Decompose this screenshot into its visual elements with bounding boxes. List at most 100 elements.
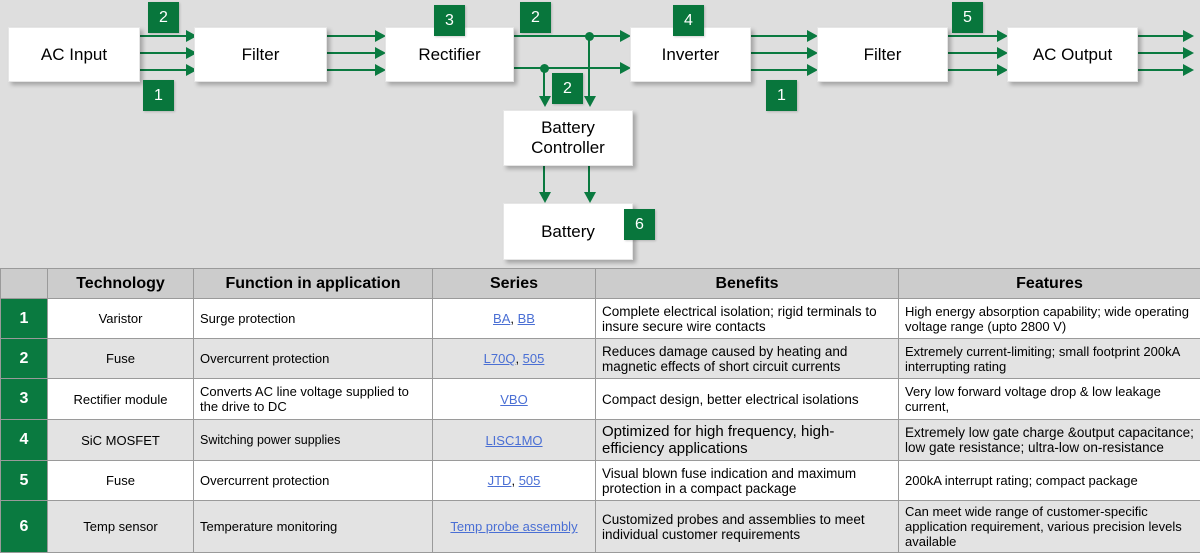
node-filter-output-label: Filter — [863, 44, 902, 64]
node-filter-input-label: Filter — [241, 44, 280, 64]
series-link[interactable]: Temp probe assembly — [450, 519, 578, 534]
wire-rectifier-inverter-bottom — [512, 67, 622, 69]
row-index-badge: 3 — [0, 378, 48, 420]
row-index-badge: 1 — [0, 298, 48, 339]
cell-features: 200kA interrupt rating; compact package — [898, 460, 1200, 501]
cell-technology: Rectifier module — [47, 378, 194, 420]
cell-benefits: Optimized for high frequency, high-effic… — [595, 419, 899, 461]
arrowhead-inverter-filter-2 — [807, 47, 818, 59]
series-link[interactable]: L70Q — [483, 351, 516, 366]
arrowhead-filter-acoutput-2 — [997, 47, 1008, 59]
series-separator: , — [510, 311, 518, 326]
wire-inverter-filter-2 — [749, 52, 807, 54]
node-ac-input-label: AC Input — [40, 44, 108, 64]
badge-fuse-dc-link[interactable]: 2 — [520, 2, 551, 33]
badge-fuse-ac-input-bottom[interactable]: 1 — [143, 80, 174, 111]
node-ac-input[interactable]: AC Input — [8, 27, 140, 82]
node-battery-controller-label-line1: Battery — [541, 118, 595, 138]
series-link[interactable]: 505 — [522, 351, 545, 366]
arrowhead-filter-rectifier-2 — [375, 47, 386, 59]
arrowhead-filter-rectifier-1 — [375, 30, 386, 42]
cell-series[interactable]: JTD, 505 — [432, 460, 596, 501]
wire-controller-battery-left — [543, 164, 545, 194]
wire-controller-battery-right — [588, 164, 590, 194]
badge-temp-sensor-battery[interactable]: 6 — [624, 209, 655, 240]
badge-varistor-ac-input-top[interactable]: 2 — [148, 2, 179, 33]
cell-features: Extremely low gate charge &output capaci… — [898, 419, 1200, 461]
wire-filter-rectifier-2 — [325, 52, 375, 54]
wire-acoutput-load-2 — [1136, 52, 1183, 54]
arrowhead-acoutput-load-2 — [1183, 47, 1194, 59]
badge-rectifier-module[interactable]: 3 — [434, 5, 465, 36]
badge-fuse-battery-branch[interactable]: 2 — [552, 73, 583, 104]
series-link[interactable]: VBO — [500, 391, 528, 407]
badge-label: 2 — [563, 79, 572, 97]
cell-benefits: Reduces damage caused by heating and mag… — [595, 338, 899, 379]
arrowhead-acoutput-load-3 — [1183, 64, 1194, 76]
wire-inverter-filter-1 — [749, 35, 807, 37]
cell-series[interactable]: LISC1MO — [432, 419, 596, 461]
wire-dclink-tap-left — [543, 68, 545, 98]
cell-series[interactable]: BA, BB — [432, 298, 596, 339]
wire-filter-rectifier-3 — [325, 69, 375, 71]
badge-label: 2 — [531, 8, 540, 26]
arrowhead-inverter-filter-1 — [807, 30, 818, 42]
column-header-series: Series — [432, 268, 596, 299]
series-link[interactable]: LISC1MO — [485, 432, 543, 448]
series-link[interactable]: BB — [517, 311, 535, 326]
cell-technology: SiC MOSFET — [47, 419, 194, 461]
node-ac-output[interactable]: AC Output — [1007, 27, 1138, 82]
cell-technology: Temp sensor — [47, 500, 194, 553]
node-filter-output[interactable]: Filter — [817, 27, 948, 82]
badge-label: 4 — [684, 11, 693, 29]
node-battery-controller-label-line2: Controller — [531, 138, 605, 157]
arrowhead-acoutput-load-1 — [1183, 30, 1194, 42]
series-link[interactable]: JTD — [487, 473, 512, 488]
node-battery[interactable]: Battery — [503, 203, 633, 260]
arrowhead-controller-battery-left — [539, 192, 551, 203]
node-inverter[interactable]: Inverter — [630, 27, 751, 82]
wire-acinput-filter-3 — [138, 69, 186, 71]
arrowhead-filter-acoutput-3 — [997, 64, 1008, 76]
component-legend-table: Technology Function in application Serie… — [0, 268, 1200, 553]
badge-fuse-ac-output[interactable]: 5 — [952, 2, 983, 33]
arrowhead-rectifier-inverter-top — [620, 30, 631, 42]
series-link[interactable]: BA — [493, 311, 511, 326]
wire-acoutput-load-1 — [1136, 35, 1183, 37]
node-battery-label: Battery — [541, 221, 595, 241]
column-header-index — [0, 268, 48, 299]
wire-filter-acoutput-2 — [946, 52, 997, 54]
cell-features: Can meet wide range of customer-specific… — [898, 500, 1200, 553]
cell-series[interactable]: L70Q, 505 — [432, 338, 596, 379]
table-row: 5 Fuse Overcurrent protection JTD, 505 V… — [0, 460, 1200, 501]
wire-acinput-filter-1 — [138, 35, 186, 37]
node-rectifier[interactable]: Rectifier — [385, 27, 514, 82]
cell-function: Converts AC line voltage supplied to the… — [193, 378, 433, 420]
node-rectifier-label: Rectifier — [418, 44, 481, 64]
cell-benefits: Compact design, better electrical isolat… — [595, 378, 899, 420]
series-separator: , — [515, 351, 523, 366]
junction-dot-top — [585, 32, 594, 41]
column-header-function: Function in application — [193, 268, 433, 299]
cell-benefits: Complete electrical isolation; rigid ter… — [595, 298, 899, 339]
badge-label: 1 — [154, 86, 163, 104]
table-row: 1 Varistor Surge protection BA, BB Compl… — [0, 298, 1200, 339]
node-battery-controller[interactable]: Battery Controller — [503, 110, 633, 166]
wire-filter-acoutput-1 — [946, 35, 997, 37]
cell-series[interactable]: Temp probe assembly — [432, 500, 596, 553]
series-link[interactable]: 505 — [518, 473, 541, 488]
wire-rectifier-inverter-top — [512, 35, 622, 37]
badge-label: 1 — [777, 86, 786, 104]
badge-sic-mosfet-inverter[interactable]: 4 — [673, 5, 704, 36]
component-legend-table-wrapper: Technology Function in application Serie… — [0, 268, 1200, 555]
node-filter-input[interactable]: Filter — [194, 27, 327, 82]
wire-acinput-filter-2 — [138, 52, 186, 54]
wire-filter-rectifier-1 — [325, 35, 375, 37]
badge-fuse-output-filter[interactable]: 1 — [766, 80, 797, 111]
cell-technology: Fuse — [47, 460, 194, 501]
wire-dclink-tap-right — [588, 36, 590, 98]
table-row: 3 Rectifier module Converts AC line volt… — [0, 378, 1200, 420]
cell-series[interactable]: VBO — [432, 378, 596, 420]
table-row: 4 SiC MOSFET Switching power supplies LI… — [0, 419, 1200, 461]
row-index-badge: 4 — [0, 419, 48, 461]
